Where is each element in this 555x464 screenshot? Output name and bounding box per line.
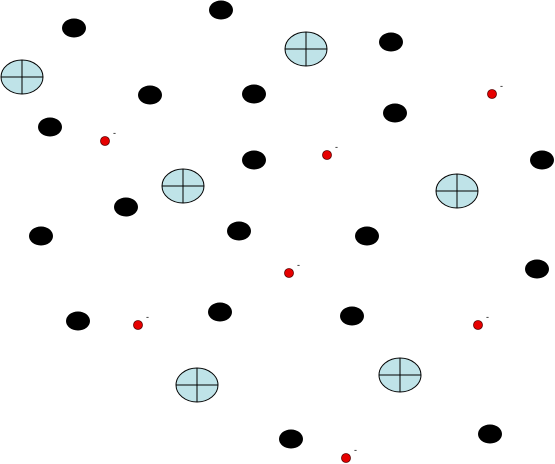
- black-oval-icon: [279, 429, 303, 449]
- black-oval-icon: [355, 226, 379, 246]
- black-oval-icon: [114, 197, 138, 217]
- black-oval-icon: [138, 85, 162, 105]
- positive-ions: [0, 31, 479, 403]
- plus-circle-icon: [175, 367, 219, 403]
- red-dot-icon: -: [284, 260, 300, 278]
- red-dot-icon: -: [487, 81, 503, 99]
- black-oval-icon: [227, 221, 251, 241]
- black-oval-icon: [242, 150, 266, 170]
- black-oval-icon: [242, 84, 266, 104]
- black-oval-icon: [478, 424, 502, 444]
- plus-circle-icon: [284, 31, 328, 67]
- black-oval-icon: [383, 103, 407, 123]
- plus-circle-icon: [435, 173, 479, 209]
- red-dot-icon: -: [322, 142, 338, 160]
- plus-circle-icon: [378, 357, 422, 393]
- charge-label: -: [500, 81, 503, 91]
- charge-label: -: [113, 128, 116, 138]
- black-oval-icon: [66, 311, 90, 331]
- black-oval-icon: [29, 226, 53, 246]
- red-dot-icon: -: [100, 128, 116, 146]
- black-oval-icon: [38, 117, 62, 137]
- neutral-particles: [29, 0, 554, 449]
- black-oval-icon: [525, 259, 549, 279]
- charge-label: -: [297, 260, 300, 270]
- charge-label: -: [146, 312, 149, 322]
- red-dot-icon: -: [473, 312, 489, 330]
- red-dot-icon: -: [133, 312, 149, 330]
- black-oval-icon: [208, 302, 232, 322]
- black-oval-icon: [530, 150, 554, 170]
- plus-circle-icon: [0, 59, 44, 95]
- red-dot-icon: -: [341, 445, 357, 463]
- charge-label: -: [335, 142, 338, 152]
- black-oval-icon: [62, 18, 86, 38]
- black-oval-icon: [379, 32, 403, 52]
- black-oval-icon: [340, 306, 364, 326]
- charge-label: -: [486, 312, 489, 322]
- black-oval-icon: [209, 0, 233, 20]
- plus-circle-icon: [161, 168, 205, 204]
- electrons: - - - - - - -: [100, 81, 503, 463]
- charge-label: -: [354, 445, 357, 455]
